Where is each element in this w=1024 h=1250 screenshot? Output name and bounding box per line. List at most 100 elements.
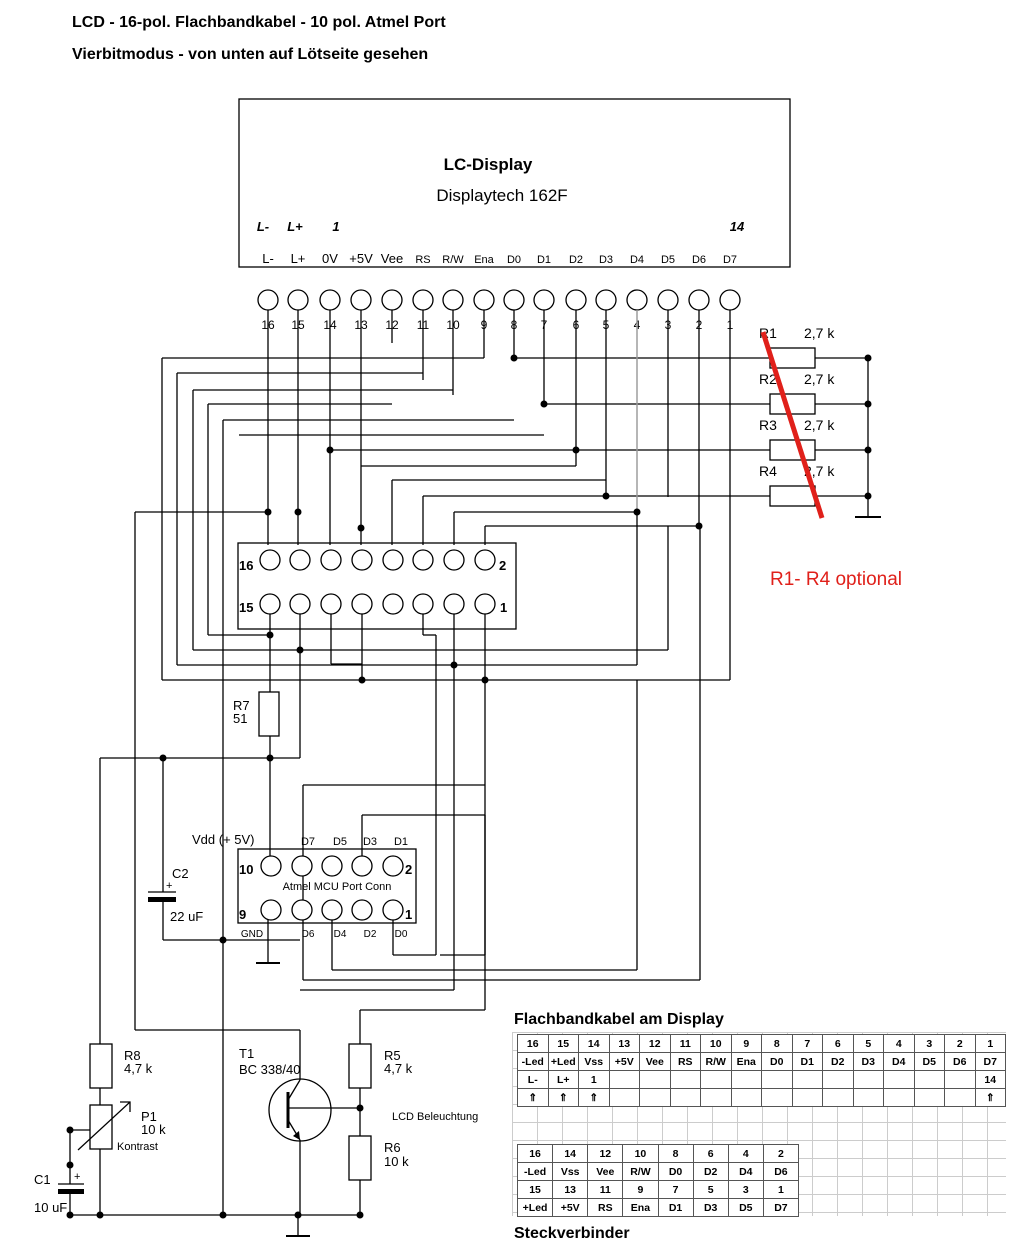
table-cell: ⇑ <box>547 1088 579 1107</box>
table-cell: 13 <box>608 1034 640 1053</box>
table-cell: D3 <box>852 1052 884 1071</box>
r5-value: 4,7 k <box>384 1061 413 1076</box>
table-cell: D4 <box>727 1162 764 1181</box>
table-cell: 11 <box>587 1180 624 1199</box>
resistor-name: R3 <box>759 417 777 433</box>
lcd-pin-13 <box>350 289 372 311</box>
table-cell: ⇑ <box>578 1088 610 1107</box>
table-cell: 10 <box>622 1144 659 1163</box>
table-cell <box>852 1088 884 1107</box>
lcd-signal-14: D6 <box>692 254 706 266</box>
resistor-name: R4 <box>759 463 777 479</box>
table-cell <box>822 1088 854 1107</box>
table-cell: 7 <box>791 1034 823 1053</box>
table-cell: D6 <box>762 1162 800 1181</box>
table-cell: D4 <box>883 1052 915 1071</box>
table-cell <box>822 1070 854 1089</box>
lcd-signal-2: 0V <box>322 251 338 266</box>
table-cell: 1 <box>974 1034 1006 1053</box>
p1-label: Kontrast <box>117 1141 158 1153</box>
lcd-signal-9: D1 <box>537 254 551 266</box>
table-cell: 2 <box>762 1144 800 1163</box>
resistor-name: R2 <box>759 371 777 387</box>
mcu-bottom-label: D0 <box>395 929 408 940</box>
svg-text:+: + <box>74 1171 80 1183</box>
con16-pin-bottom <box>289 593 311 615</box>
table-cell: D1 <box>791 1052 823 1071</box>
lcd-signal-3: +5V <box>349 251 373 266</box>
resistor-value: 2,7 k <box>804 417 835 433</box>
p1-value: 10 k <box>141 1122 166 1137</box>
table-cell <box>639 1088 671 1107</box>
mcu-top-label: D7 <box>301 836 315 848</box>
lcd-pin-3 <box>657 289 679 311</box>
table-cell <box>883 1088 915 1107</box>
mcu-vdd: Vdd (+ 5V) <box>192 832 255 847</box>
subtitle: Vierbitmodus - von unten auf Lötseite ge… <box>72 46 429 63</box>
table-cell: 12 <box>639 1034 671 1053</box>
r7-value: 51 <box>233 711 247 726</box>
table-cell: Vee <box>587 1162 624 1181</box>
table-cell: D2 <box>822 1052 854 1071</box>
ground-symbol-mcu <box>256 940 280 964</box>
lcd-signal-15: D7 <box>723 254 737 266</box>
table-cell: 8 <box>657 1144 694 1163</box>
con16-pin-bottom <box>412 593 434 615</box>
table-cell: RS <box>669 1052 701 1071</box>
p1-body <box>89 1104 113 1150</box>
resistor-r2 <box>769 393 816 415</box>
lcd-signal-8: D0 <box>507 254 521 266</box>
table-cell: D0 <box>657 1162 694 1181</box>
mcu-pin-top <box>321 855 343 877</box>
junction-dot <box>510 354 518 362</box>
table-cell: 2 <box>944 1034 976 1053</box>
mcu-pin-9: 9 <box>239 907 246 922</box>
table-cell: 1 <box>578 1070 610 1089</box>
con16-pin-bottom <box>443 593 465 615</box>
junction-dot <box>481 676 489 684</box>
table-cell: 11 <box>669 1034 701 1053</box>
table-cell <box>913 1088 945 1107</box>
table-cell: D7 <box>974 1052 1006 1071</box>
con16-label-bottom-left: 15 <box>239 600 253 615</box>
lcd-pin-6 <box>565 289 587 311</box>
c1-capacitor: + <box>58 1171 84 1194</box>
table-cell: 3 <box>727 1180 764 1199</box>
table-row: ⇑⇑⇑⇑ <box>517 1088 1006 1107</box>
table-cell: Ena <box>622 1198 659 1217</box>
mcu-bottom-label: GND <box>241 929 263 940</box>
table-cell: 8 <box>761 1034 793 1053</box>
table-cell: 16 <box>517 1034 549 1053</box>
mcu-pin-bottom <box>260 899 282 921</box>
lcd-name: LC-Display <box>444 155 533 174</box>
mcu-top-label: D3 <box>363 836 377 848</box>
table-cell: Ena <box>730 1052 762 1071</box>
r6-name: R6 <box>384 1140 401 1155</box>
c2-name: C2 <box>172 866 189 881</box>
mcu-pin-top <box>382 855 404 877</box>
lcd-pin-12 <box>381 289 403 311</box>
junction-dot <box>66 1161 74 1169</box>
junction-dot <box>294 508 302 516</box>
c2-value: 22 uF <box>170 909 203 924</box>
junction-dot <box>266 754 274 762</box>
junction-dot <box>633 508 641 516</box>
table-cell: D5 <box>913 1052 945 1071</box>
resistor-value: 2,7 k <box>804 371 835 387</box>
mcu-bottom-label: D6 <box>302 929 315 940</box>
lcd-pin-2 <box>688 289 710 311</box>
title: LCD - 16-pol. Flachbandkabel - 10 pol. A… <box>72 14 446 31</box>
con16-pin-bottom <box>351 593 373 615</box>
lcd-signal-5: RS <box>415 254 430 266</box>
mcu-pin-1: 1 <box>405 907 412 922</box>
table-cell <box>639 1070 671 1089</box>
r8-body <box>89 1043 113 1089</box>
lcd-signal-7: Ena <box>474 254 494 266</box>
lcd-pin-8 <box>503 289 525 311</box>
table-cell <box>730 1088 762 1107</box>
